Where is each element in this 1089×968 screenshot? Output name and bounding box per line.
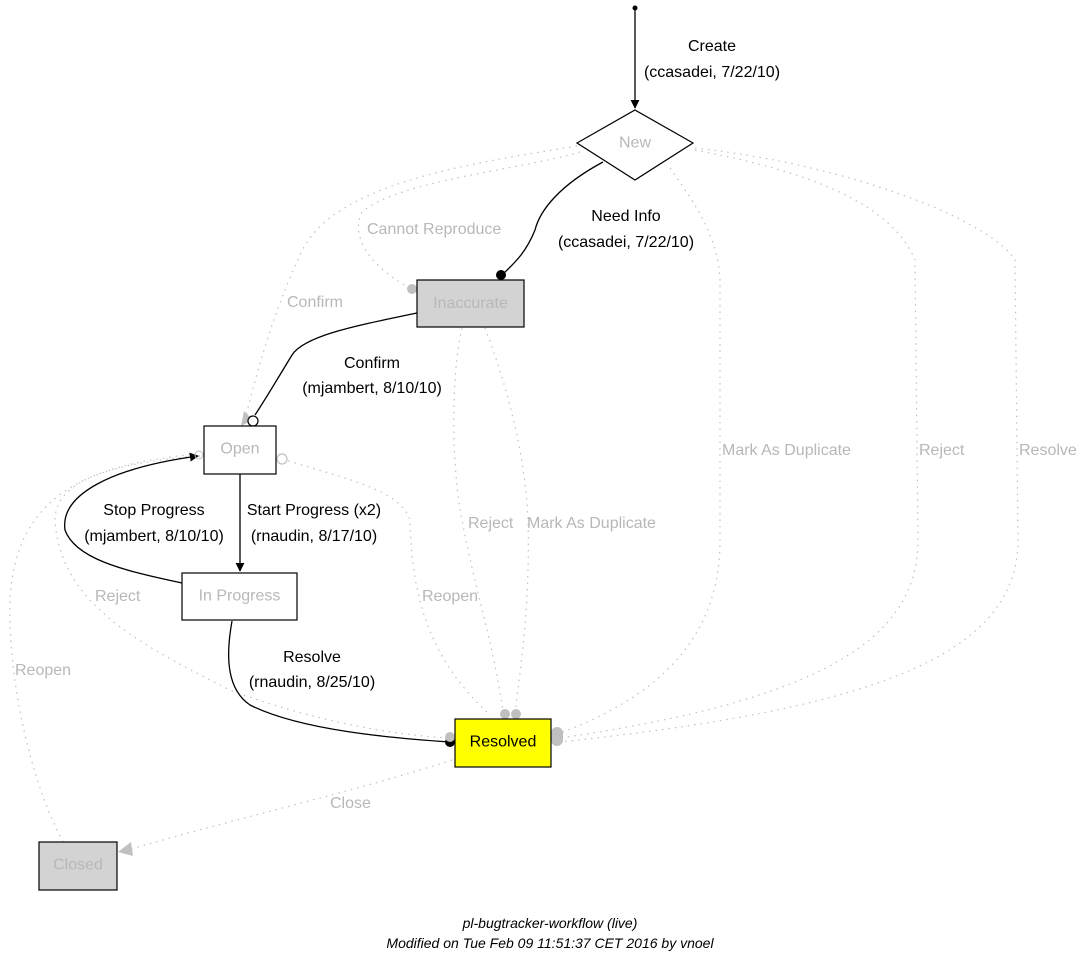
edge-labels: Create (ccasadei, 7/22/10) Need Info (cc… [15, 38, 1077, 812]
label-confirm-inaccurate-detail: (mjambert, 8/10/10) [302, 380, 442, 397]
label-dup-new: Mark As Duplicate [722, 442, 851, 459]
node-open[interactable]: Open [203, 425, 277, 475]
label-reject-inaccurate: Reject [468, 515, 514, 532]
edge-dup-new[interactable] [554, 167, 721, 736]
edge-cannot-reproduce[interactable] [358, 151, 581, 289]
reject-resolved-dot-icon [500, 709, 510, 719]
dup-resolved-dot-icon [511, 709, 521, 719]
label-create-detail: (ccasadei, 7/22/10) [644, 64, 780, 81]
label-resolve-new: Resolve [1019, 442, 1077, 459]
label-start-progress-detail: (rnaudin, 8/17/10) [251, 528, 377, 545]
edge-confirm-inaccurate[interactable] [254, 312, 418, 416]
label-reopen-closed: Reopen [15, 662, 71, 679]
confirm-arrowhead-icon [241, 411, 253, 426]
edge-reject-new[interactable] [559, 149, 919, 739]
edge-need-info[interactable] [501, 161, 604, 276]
diagram-subtitle: Modified on Tue Feb 09 11:51:37 CET 2016… [386, 935, 714, 951]
edge-resolve-in-progress[interactable] [227, 620, 451, 743]
node-new-label: New [619, 135, 651, 152]
label-need-info: Need Info [591, 208, 660, 225]
label-create: Create [688, 38, 736, 55]
label-close: Close [330, 795, 371, 812]
label-dup-inaccurate: Mark As Duplicate [527, 515, 656, 532]
label-stop-progress-detail: (mjambert, 8/10/10) [84, 528, 224, 545]
edge-close[interactable] [127, 759, 453, 851]
node-resolved[interactable]: Resolved [454, 718, 552, 768]
close-arrowhead-icon [118, 842, 133, 856]
label-confirm-new: Confirm [287, 294, 343, 311]
edge-confirm-new-open[interactable] [244, 145, 578, 421]
label-resolve-in-progress: Resolve [283, 649, 341, 666]
stop-progress-circle-icon [194, 450, 204, 460]
node-new[interactable]: New [575, 109, 695, 181]
label-stop-progress: Stop Progress [103, 502, 204, 519]
node-inaccurate-label: Inaccurate [433, 295, 508, 312]
label-cannot-reproduce: Cannot Reproduce [367, 221, 501, 238]
nodes: New Inaccurate Open In Progress Resolved… [38, 109, 695, 891]
label-reject-new: Reject [919, 442, 965, 459]
left-resolved-dot-icon [445, 732, 455, 742]
cannot-reproduce-dot-icon [407, 284, 417, 294]
endpoint-dots [407, 284, 563, 746]
node-closed-label: Closed [53, 857, 103, 874]
right-resolved-dots-icon [551, 727, 563, 746]
confirm-open-circle-icon [247, 415, 259, 427]
label-start-progress: Start Progress (x2) [247, 502, 381, 519]
label-need-info-detail: (ccasadei, 7/22/10) [558, 234, 694, 251]
inactive-edges [9, 145, 1019, 856]
active-edges [64, 5, 640, 747]
node-in-progress[interactable]: In Progress [181, 572, 298, 621]
node-resolved-label: Resolved [470, 734, 537, 751]
label-reopen-resolved: Reopen [422, 588, 478, 605]
edge-stop-progress[interactable] [64, 452, 199, 584]
node-inaccurate[interactable]: Inaccurate [416, 279, 525, 328]
label-reject-open: Reject [95, 588, 141, 605]
need-info-dot-icon [496, 270, 506, 280]
reopen-open-circle-icon [276, 453, 288, 465]
label-resolve-in-progress-detail: (rnaudin, 8/25/10) [249, 674, 375, 691]
node-in-progress-label: In Progress [199, 588, 281, 605]
node-closed[interactable]: Closed [38, 841, 118, 891]
diagram-title: pl-bugtracker-workflow (live) [462, 915, 638, 931]
node-open-label: Open [220, 441, 259, 458]
edge-reject-inaccurate[interactable] [453, 327, 504, 713]
label-confirm-inaccurate: Confirm [344, 355, 400, 372]
edge-reopen-closed[interactable] [9, 453, 197, 843]
